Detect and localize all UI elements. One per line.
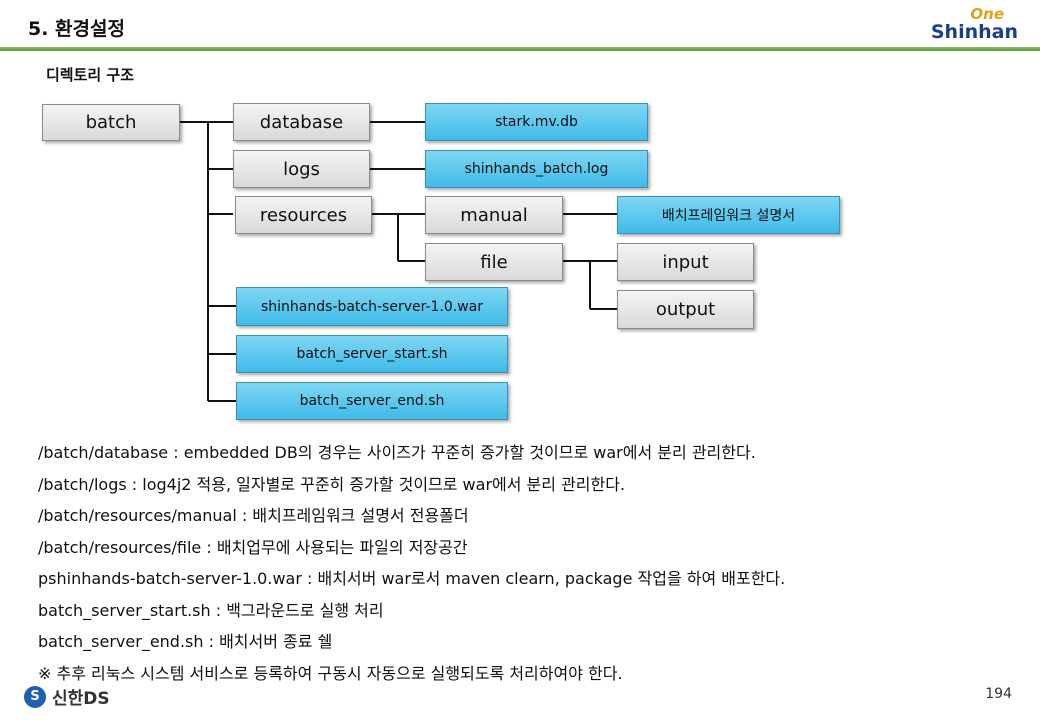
shinhan-ds-logo: S 신한DS bbox=[24, 684, 110, 709]
tree-node-database: database bbox=[233, 103, 370, 141]
description-line: ※ 추후 리눅스 시스템 서비스로 등록하여 구동시 자동으로 실행되도록 처리… bbox=[38, 663, 623, 683]
shinhan-ds-logo-text: 신한DS bbox=[52, 689, 110, 709]
tree-node-stark-db: stark.mv.db bbox=[425, 103, 648, 141]
description-line: /batch/logs : log4j2 적용, 일자별로 꾸준히 증가할 것이… bbox=[38, 474, 626, 494]
description-line: /batch/resources/manual : 배치프레임워크 설명서 전용… bbox=[38, 506, 469, 525]
tree-node-batch-log: shinhands_batch.log bbox=[425, 150, 648, 188]
shinhan-ds-logo-icon: S bbox=[24, 685, 46, 708]
tree-node-output: output bbox=[617, 290, 754, 329]
tree-node-logs: logs bbox=[233, 150, 370, 188]
tree-node-war: shinhands-batch-server-1.0.war bbox=[236, 287, 508, 326]
tree-node-file: file bbox=[425, 243, 563, 281]
header-divider bbox=[0, 47, 1040, 51]
description-line: batch_server_start.sh : 백그라운드로 실행 처리 bbox=[38, 600, 384, 620]
page-title: 5. 환경설정 bbox=[28, 18, 125, 40]
tree-node-resources: resources bbox=[235, 196, 372, 234]
one-shinhan-logo: One Shinhan bbox=[931, 6, 1018, 42]
tree-node-manual-doc: 배치프레임워크 설명서 bbox=[617, 196, 840, 234]
logo-shinhan: Shinhan bbox=[930, 21, 1018, 43]
description-line: batch_server_end.sh : 배치서버 종료 쉘 bbox=[38, 632, 333, 651]
logo-one: One bbox=[970, 5, 1004, 23]
description-line: pshinhands-batch-server-1.0.war : 배치서버 w… bbox=[38, 569, 786, 588]
tree-node-start-sh: batch_server_start.sh bbox=[236, 335, 508, 373]
tree-node-manual: manual bbox=[425, 196, 563, 234]
description-line: /batch/database : embedded DB의 경우는 사이즈가 … bbox=[38, 443, 756, 462]
tree-node-input: input bbox=[617, 243, 754, 281]
page-number: 194 bbox=[985, 686, 1012, 702]
description-line: /batch/resources/file : 배치업무에 사용되는 파일의 저… bbox=[38, 537, 468, 557]
tree-node-end-sh: batch_server_end.sh bbox=[236, 382, 508, 420]
description-list: /batch/database : embedded DB의 경우는 사이즈가 … bbox=[38, 437, 785, 689]
section-subtitle: 디렉토리 구조 bbox=[46, 66, 135, 84]
tree-node-batch: batch bbox=[42, 104, 180, 141]
